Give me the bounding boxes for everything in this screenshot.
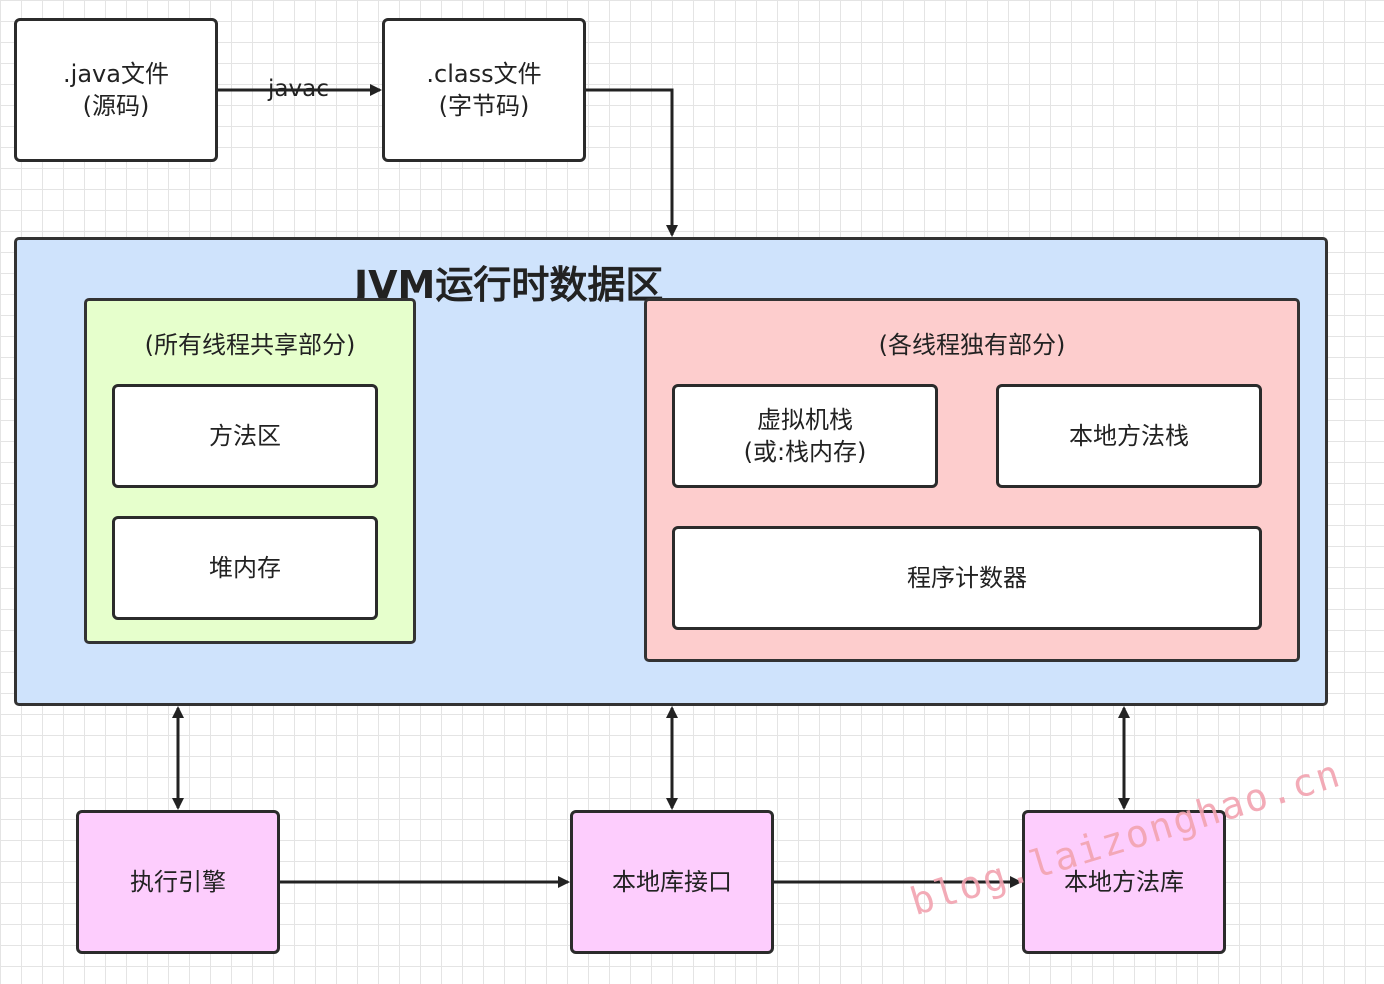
native-interface-node: 本地库接口 xyxy=(570,810,774,954)
execution-engine-node: 执行引擎 xyxy=(76,810,280,954)
native-method-stack-node: 本地方法栈 xyxy=(996,384,1262,488)
vm-stack-note: (或:栈内存) xyxy=(743,438,867,466)
java-source-note: (源码) xyxy=(82,92,150,120)
class-file-node: .class文件 (字节码) xyxy=(382,18,586,162)
java-source-node: .java文件 (源码) xyxy=(14,18,218,162)
native-interface-label: 本地库接口 xyxy=(612,868,732,896)
javac-label: javac xyxy=(268,76,329,102)
execution-engine-label: 执行引擎 xyxy=(130,868,226,896)
program-counter-label: 程序计数器 xyxy=(907,564,1027,592)
shared-area-title: (所有线程共享部分) xyxy=(144,331,356,359)
class-to-runtime-arrow xyxy=(585,88,678,237)
method-area-node: 方法区 xyxy=(112,384,378,488)
native-method-stack-label: 本地方法栈 xyxy=(1069,422,1189,450)
java-source-name: .java文件 xyxy=(63,60,169,88)
heap-node: 堆内存 xyxy=(112,516,378,620)
program-counter-node: 程序计数器 xyxy=(672,526,1262,630)
heap-label: 堆内存 xyxy=(209,554,281,582)
native-library-node: 本地方法库 xyxy=(1022,810,1226,954)
class-file-note: (字节码) xyxy=(438,92,530,120)
vm-stack-name: 虚拟机栈 xyxy=(757,406,853,434)
native-library-label: 本地方法库 xyxy=(1064,868,1184,896)
method-area-label: 方法区 xyxy=(209,422,281,450)
private-area-title: (各线程独有部分) xyxy=(878,331,1066,359)
vm-stack-node: 虚拟机栈 (或:栈内存) xyxy=(672,384,938,488)
class-file-name: .class文件 xyxy=(426,60,542,88)
